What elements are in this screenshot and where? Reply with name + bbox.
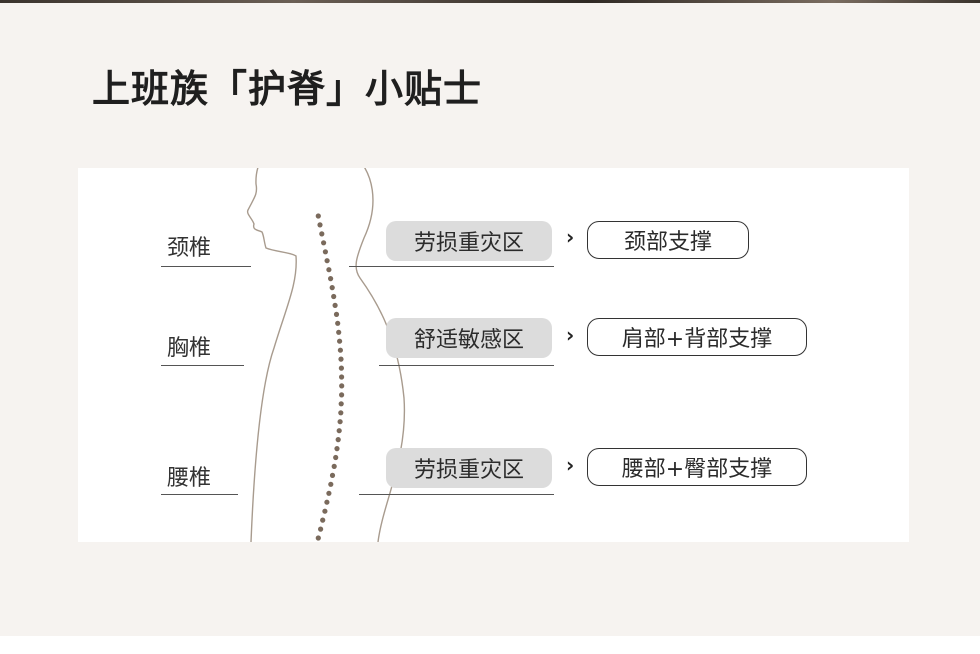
human-silhouette-icon xyxy=(246,168,406,542)
spine-dot xyxy=(326,267,332,273)
support-pill-neck: 颈部支撑 xyxy=(587,221,749,259)
spine-dot xyxy=(317,222,323,228)
label-underline-lumbar xyxy=(161,494,238,495)
spine-dot xyxy=(324,258,330,264)
spine-dot xyxy=(328,481,334,487)
zone-pill-lumbar: 劳损重灾区 xyxy=(386,448,552,488)
spine-dot xyxy=(338,401,344,407)
pointer-line-thoracic xyxy=(379,365,554,366)
spine-dot xyxy=(336,428,342,434)
spine-dot xyxy=(315,213,321,219)
spine-label-cervical: 颈椎 xyxy=(167,236,212,261)
label-underline-thoracic xyxy=(161,365,244,366)
spine-dot xyxy=(337,338,343,344)
pointer-line-lumbar xyxy=(359,494,554,495)
bottom-band xyxy=(0,636,980,654)
spine-dot xyxy=(329,285,335,291)
support-pill-waist-hip: 腰部+臀部支撑 xyxy=(587,448,807,486)
page-title: 上班族「护脊」小贴士 xyxy=(92,66,483,111)
spine-dot xyxy=(335,437,341,443)
spine-dot xyxy=(335,320,341,326)
spine-dot xyxy=(322,249,328,255)
spine-dot xyxy=(321,240,327,246)
spine-dot xyxy=(322,508,328,514)
spine-label-thoracic: 胸椎 xyxy=(167,336,212,361)
spine-dot xyxy=(338,365,344,371)
pointer-line-cervical xyxy=(349,266,554,267)
spine-dot xyxy=(315,535,321,541)
label-underline-cervical xyxy=(161,266,251,267)
spine-dots-icon xyxy=(315,213,345,541)
zone-pill-thoracic: 舒适敏感区 xyxy=(386,318,552,358)
spine-dot xyxy=(324,499,330,505)
spine-dot xyxy=(328,276,334,282)
zone-pill-cervical: 劳损重灾区 xyxy=(386,221,552,261)
spine-dot xyxy=(338,410,344,416)
spine-dot xyxy=(339,392,345,398)
spine-dot xyxy=(333,311,340,317)
spine-dot xyxy=(329,472,336,478)
top-decor-strip xyxy=(0,0,980,3)
spine-dot xyxy=(337,419,343,425)
spine-dot xyxy=(339,383,345,389)
spine-dot xyxy=(337,347,343,353)
spine-diagram-panel: 颈椎 劳损重灾区 › 颈部支撑 胸椎 舒适敏感区 › 肩部+背部支撑 腰椎 劳损… xyxy=(78,168,909,542)
spine-dot xyxy=(339,374,345,380)
chevron-right-icon: › xyxy=(566,453,575,477)
spine-dot xyxy=(331,293,337,300)
spine-dot xyxy=(336,329,342,335)
spine-dot xyxy=(326,490,332,496)
spine-dot xyxy=(334,446,340,452)
spine-dot xyxy=(332,302,338,308)
spine-dot xyxy=(318,526,324,532)
spine-label-lumbar: 腰椎 xyxy=(167,466,212,491)
spine-dot xyxy=(338,356,344,362)
chevron-right-icon: › xyxy=(566,323,575,347)
spine-dot xyxy=(333,454,339,461)
spine-dot xyxy=(331,463,337,469)
chevron-right-icon: › xyxy=(566,225,575,249)
spine-dot xyxy=(320,517,326,523)
support-pill-shoulder-back: 肩部+背部支撑 xyxy=(587,318,807,356)
spine-dot xyxy=(319,231,325,237)
